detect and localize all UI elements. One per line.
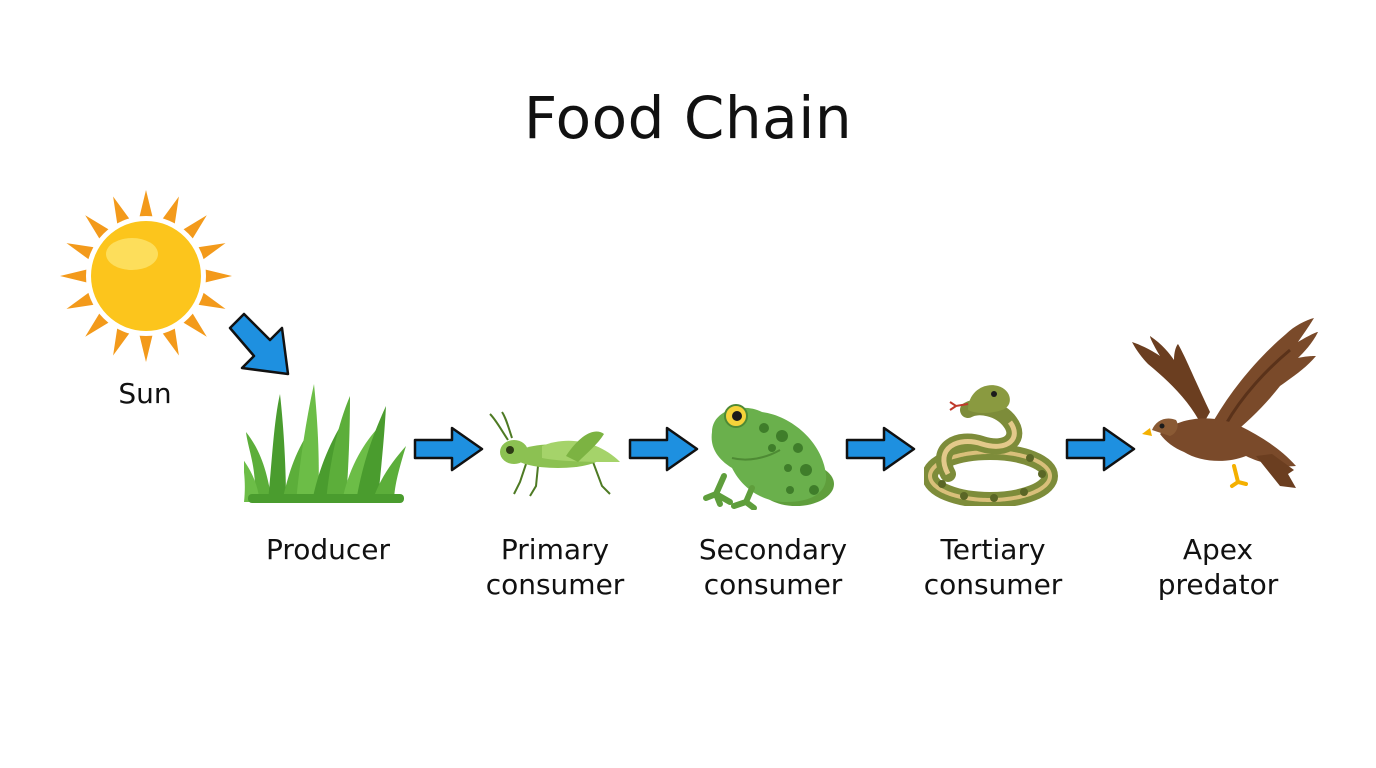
stage-label-producer: Producer <box>265 533 391 566</box>
arrow-sun-to-producer <box>228 312 290 376</box>
sun-ray <box>139 333 153 362</box>
arrow-producer-to-primary <box>413 426 484 472</box>
sun-ray <box>196 243 226 261</box>
sun-ray <box>196 291 226 309</box>
sun-ray <box>66 243 96 261</box>
sun-label: Sun <box>118 377 172 410</box>
sun-ray <box>60 269 89 283</box>
snake-icon <box>924 385 1058 506</box>
grasshopper-icon <box>489 411 620 497</box>
arrow-secondary-to-tertiary <box>845 426 916 472</box>
arrow-primary-to-secondary <box>628 426 699 472</box>
sun-ray <box>113 326 131 356</box>
stage-label-primary-consumer: Primary consumer <box>485 533 625 601</box>
grass-icon <box>244 384 406 503</box>
frog-icon <box>703 404 834 510</box>
stage-label-secondary-consumer: Secondary consumer <box>698 533 848 601</box>
sun-ray <box>66 291 96 309</box>
sun-ray <box>161 196 179 226</box>
sun-ray <box>139 190 153 219</box>
sun-ray <box>113 196 131 226</box>
eagle-icon <box>1132 318 1318 488</box>
stage-label-tertiary-consumer: Tertiary consumer <box>923 533 1063 601</box>
sun-icon <box>60 190 232 362</box>
sun-ray <box>203 269 232 283</box>
sun-ray <box>161 326 179 356</box>
arrow-tertiary-to-apex <box>1065 426 1136 472</box>
diagram-title: Food Chain <box>523 84 853 152</box>
stage-label-apex-predator: Apex predator <box>1157 533 1279 601</box>
